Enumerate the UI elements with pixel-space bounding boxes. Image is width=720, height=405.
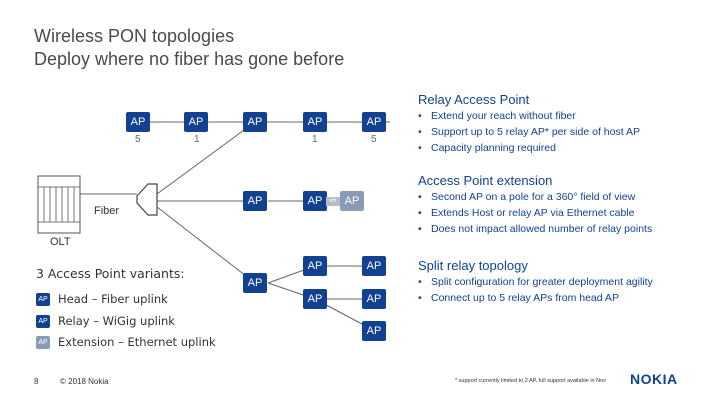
olt-rack-icon xyxy=(37,175,81,234)
extension-section-title: Access Point extension xyxy=(418,173,553,188)
variant-badge: AP xyxy=(36,336,50,349)
nokia-logo: NOKIA xyxy=(630,371,678,387)
split-ap-head: AP xyxy=(243,273,267,293)
variant-badge: AP xyxy=(36,315,50,328)
extension-ap-host: AP xyxy=(243,191,267,211)
variant-label: Head – Fiber uplink xyxy=(58,292,168,306)
relay-ap-host: AP xyxy=(243,112,267,132)
extension-bullet: Extends Host or relay AP via Ethernet ca… xyxy=(418,205,652,221)
relay-bullet: Support up to 5 relay AP* per side of ho… xyxy=(418,124,640,140)
variant-badge: AP xyxy=(36,293,50,306)
extension-ap-relay: AP xyxy=(303,191,327,211)
extension-bullets: Second AP on a pole for a 360° field of … xyxy=(418,189,652,237)
olt-label: OLT xyxy=(50,236,71,248)
fiber-to-split xyxy=(156,206,256,284)
variants-title: 3 Access Point variants: xyxy=(36,266,185,281)
page-number: 8 xyxy=(34,377,39,386)
relay-bullet: Capacity planning required xyxy=(418,140,640,156)
ethernet-link-label: eth xyxy=(326,197,340,206)
relay-ap-right-far: AP xyxy=(362,112,386,132)
split-bullet: Connect up to 5 relay APs from head AP xyxy=(418,290,653,306)
slide-title-line1: Wireless PON topologies xyxy=(34,26,235,46)
variant-label: Relay – WiGig uplink xyxy=(58,314,175,328)
relay-bullets: Extend your reach without fiber Support … xyxy=(418,108,640,156)
split-section-title: Split relay topology xyxy=(418,258,528,273)
split-ap-4: AP xyxy=(362,289,386,309)
fiber-label: Fiber xyxy=(94,205,120,217)
relay-section-title: Relay Access Point xyxy=(418,92,530,107)
split-ap-3: AP xyxy=(303,289,327,309)
relay-bullet: Extend your reach without fiber xyxy=(418,108,640,124)
split-ap-2: AP xyxy=(362,256,386,276)
relay-ap-left-near: AP xyxy=(184,112,208,132)
fiber-to-relay xyxy=(156,121,256,195)
variant-label: Extension – Ethernet uplink xyxy=(58,335,216,349)
relay-ap-left-far: AP xyxy=(126,112,150,132)
split-ap-1: AP xyxy=(303,256,327,276)
fiber-splitter-icon xyxy=(136,183,158,216)
relay-count-right-near: 1 xyxy=(312,134,318,145)
relay-count-left-far: 5 xyxy=(135,134,141,145)
split-bullet: Split configuration for greater deployme… xyxy=(418,274,653,290)
split-ap-5: AP xyxy=(362,321,386,341)
slide-title-line2: Deploy where no fiber has gone before xyxy=(34,49,345,69)
relay-ap-right-near: AP xyxy=(303,112,327,132)
relay-count-left-near: 1 xyxy=(194,134,200,145)
extension-bullet: Does not impact allowed number of relay … xyxy=(418,221,652,237)
split-bullets: Split configuration for greater deployme… xyxy=(418,274,653,306)
extension-ap-second: AP xyxy=(340,191,364,211)
footnote: * support currently limited to 2 AP, ful… xyxy=(455,378,606,384)
variants-legend: 3 Access Point variants: AP Head – Fiber… xyxy=(36,266,216,349)
extension-bullet: Second AP on a pole for a 360° field of … xyxy=(418,189,652,205)
copyright: © 2018 Nokia xyxy=(60,377,109,386)
relay-count-right-far: 5 xyxy=(371,134,377,145)
